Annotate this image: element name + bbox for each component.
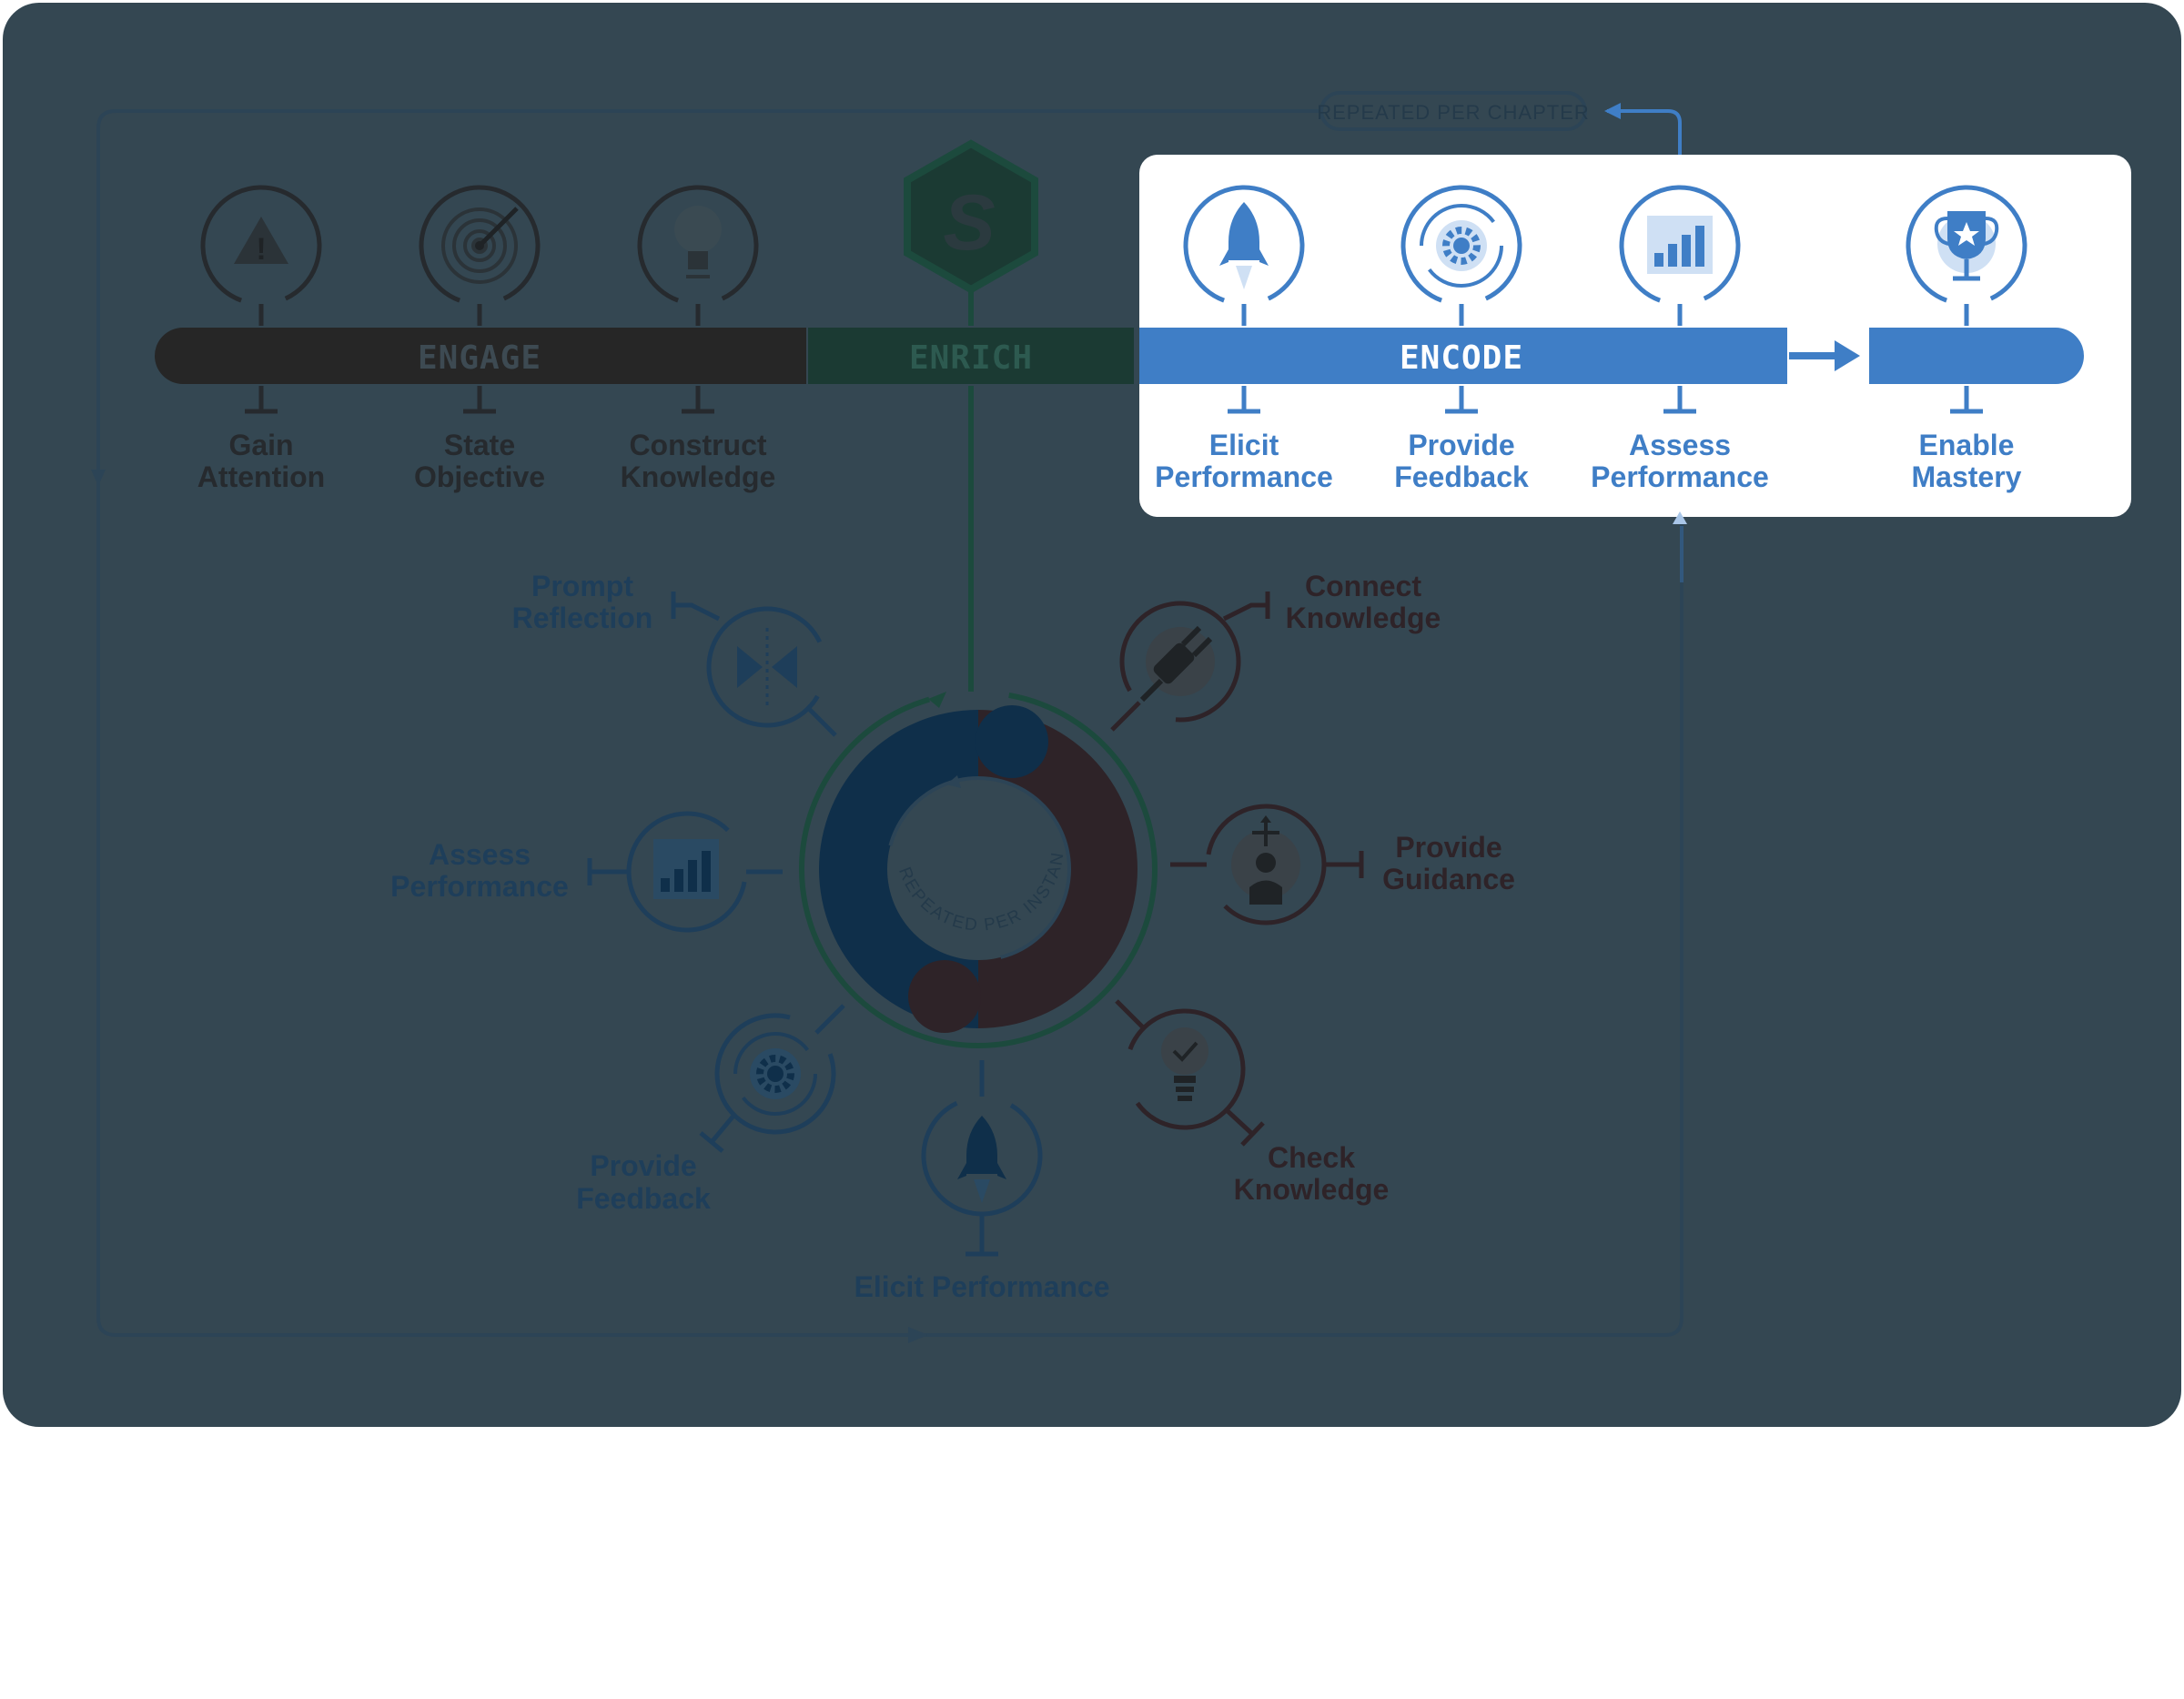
bulb-check-icon [1161,1027,1208,1101]
mirror-icon [737,628,797,706]
lightbulb-icon [674,206,722,278]
cycle-feedback-line1: Provide [590,1149,696,1182]
check-knowledge-line2: Knowledge [1234,1173,1390,1206]
step-gain-attention: ! Gain Attention [197,185,325,493]
rocket-icon [957,1116,1006,1203]
step-assess-performance: Assess Performance [1591,185,1769,493]
prompt-reflection-line1: Prompt [531,570,633,602]
elicit-performance-line2: Performance [1155,460,1333,493]
provide-feedback-line1: Provide [1408,429,1514,461]
repeat-return-line [1607,109,1682,168]
plug-icon [1139,625,1215,703]
hexagon-logo-icon: S [904,139,1038,326]
cycle-provide-guidance: Provide Guidance [1170,804,1515,925]
logo-letter: S [943,179,995,267]
svg-text:!: ! [256,232,266,267]
cycle-check-knowledge: Check Knowledge [1115,999,1390,1206]
cycle-assess-line2: Performance [390,870,569,903]
loop-arrow-down-icon [91,470,106,486]
repeat-arrow-left-icon [1604,103,1621,119]
encode-bar [1139,328,1787,384]
gear-cycle-icon [1420,204,1503,288]
cycle-assess-performance: Assess Performance [390,811,783,933]
provide-guidance-line2: Guidance [1382,863,1515,895]
step-elicit-performance: Elicit Performance [1155,185,1333,493]
construct-knowledge-line2: Knowledge [621,460,776,493]
enable-mastery-line2: Mastery [1912,460,2022,493]
step-provide-feedback: Provide Feedback [1394,185,1529,493]
gain-attention-line1: Gain [228,429,293,461]
cycle-elicit-label: Elicit Performance [854,1270,1110,1303]
loop-arrow-right-icon [908,1327,928,1343]
cycle-connect-knowledge: Connect Knowledge [1110,570,1441,732]
enrich-bar [808,328,1134,384]
connect-knowledge-line2: Knowledge [1286,602,1441,634]
encode-arrow-icon [1835,340,1860,371]
provide-guidance-line1: Provide [1395,831,1502,864]
connect-knowledge-line1: Connect [1305,570,1421,602]
assess-performance-line2: Performance [1591,460,1769,493]
bar-chart-icon [1647,216,1713,274]
step-state-objective: State Objective [414,185,545,493]
construct-knowledge-line1: Construct [629,429,766,461]
cycle-feedback-line2: Feedback [576,1182,711,1215]
engage-bar-label: ENGAGE [418,339,541,377]
trophy-icon [1934,211,1999,281]
cycle-prompt-reflection: Prompt Reflection [512,570,837,737]
check-knowledge-line1: Check [1268,1141,1355,1174]
assess-performance-line1: Assess [1629,429,1731,461]
elicit-performance-line1: Elicit [1209,429,1279,461]
state-objective-line2: Objective [414,460,545,493]
repeat-chapter-label: REPEATED PER CHAPTER [1317,101,1590,124]
encode-bar-label: ENCODE [1400,339,1523,377]
enable-mastery-line1: Enable [1919,429,2015,461]
provide-feedback-line2: Feedback [1394,460,1529,493]
gear-cycle-icon [733,1032,817,1116]
state-objective-line1: State [444,429,515,461]
encode-card-notch [1673,511,1687,524]
enrich-bar-label: ENRICH [909,339,1033,377]
bar-chart-icon [653,839,719,899]
cycle-assess-line1: Assess [429,838,531,871]
gain-attention-line2: Attention [197,460,325,493]
step-construct-knowledge: Construct Knowledge [621,185,776,493]
warning-icon: ! [234,217,288,267]
step-enable-mastery: Enable Mastery [1906,185,2027,493]
repeat-chapter-badge: REPEATED PER CHAPTER [1317,91,1590,131]
guidance-icon [1231,815,1300,905]
rocket-icon [1219,202,1269,289]
cycle-provide-feedback: Provide Feedback [576,1004,845,1215]
prompt-reflection-line2: Reflection [512,602,653,634]
target-icon [441,207,519,284]
chapter-loop [96,109,1684,1337]
cycle-elicit-performance: Elicit Performance [854,1060,1110,1303]
